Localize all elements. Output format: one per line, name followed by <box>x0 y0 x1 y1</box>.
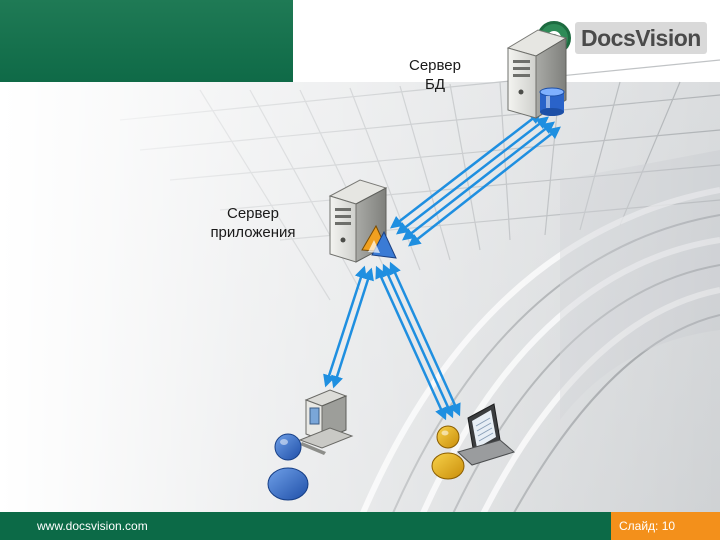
db-server-label-line2: БД <box>424 76 445 93</box>
app-server-icon <box>328 179 388 263</box>
db-app-arrows <box>390 111 561 247</box>
app-server-label-line2: приложения <box>210 224 296 241</box>
app-server-label-line1: Сервер <box>226 205 279 222</box>
db-server-label: Сервер БД <box>395 56 475 94</box>
laptop-icon <box>457 403 516 466</box>
arrow-app-laptop-3 <box>389 261 461 417</box>
app-desktop-arrows <box>323 265 374 389</box>
db-server-label-line1: Сервер <box>408 57 461 74</box>
footer-url[interactable]: www.docsvision.com <box>37 519 148 533</box>
arrow-db-app-1 <box>390 111 542 229</box>
app-triangle-icon <box>361 224 397 259</box>
logo-text: DocsVision <box>581 25 701 51</box>
user-yellow-icon <box>431 425 465 480</box>
slide-number-badge: Слайд: 10 <box>611 512 720 540</box>
arrow-app-laptop-1 <box>375 265 447 421</box>
app-laptop-arrows <box>375 261 461 421</box>
arrow-app-desktop-2 <box>331 267 374 389</box>
arrow-app-laptop-2 <box>382 263 454 419</box>
user-blue-icon <box>267 433 309 501</box>
arrow-db-app-3 <box>402 121 555 241</box>
app-server-label: Сервер приложения <box>188 204 318 242</box>
footer-bar: www.docsvision.com <box>0 512 720 540</box>
slide-number: Слайд: 10 <box>619 519 676 533</box>
desktop-computer-icon <box>298 389 354 455</box>
arrow-db-app-2 <box>396 116 549 235</box>
logo-text-box: DocsVision <box>575 22 707 54</box>
docsvision-logo: DocsVision <box>537 20 707 56</box>
header-accent-bar <box>0 0 293 82</box>
database-cylinder-icon <box>539 87 565 116</box>
arrow-app-desktop-1 <box>323 265 367 388</box>
arrow-db-app-4 <box>408 126 561 247</box>
